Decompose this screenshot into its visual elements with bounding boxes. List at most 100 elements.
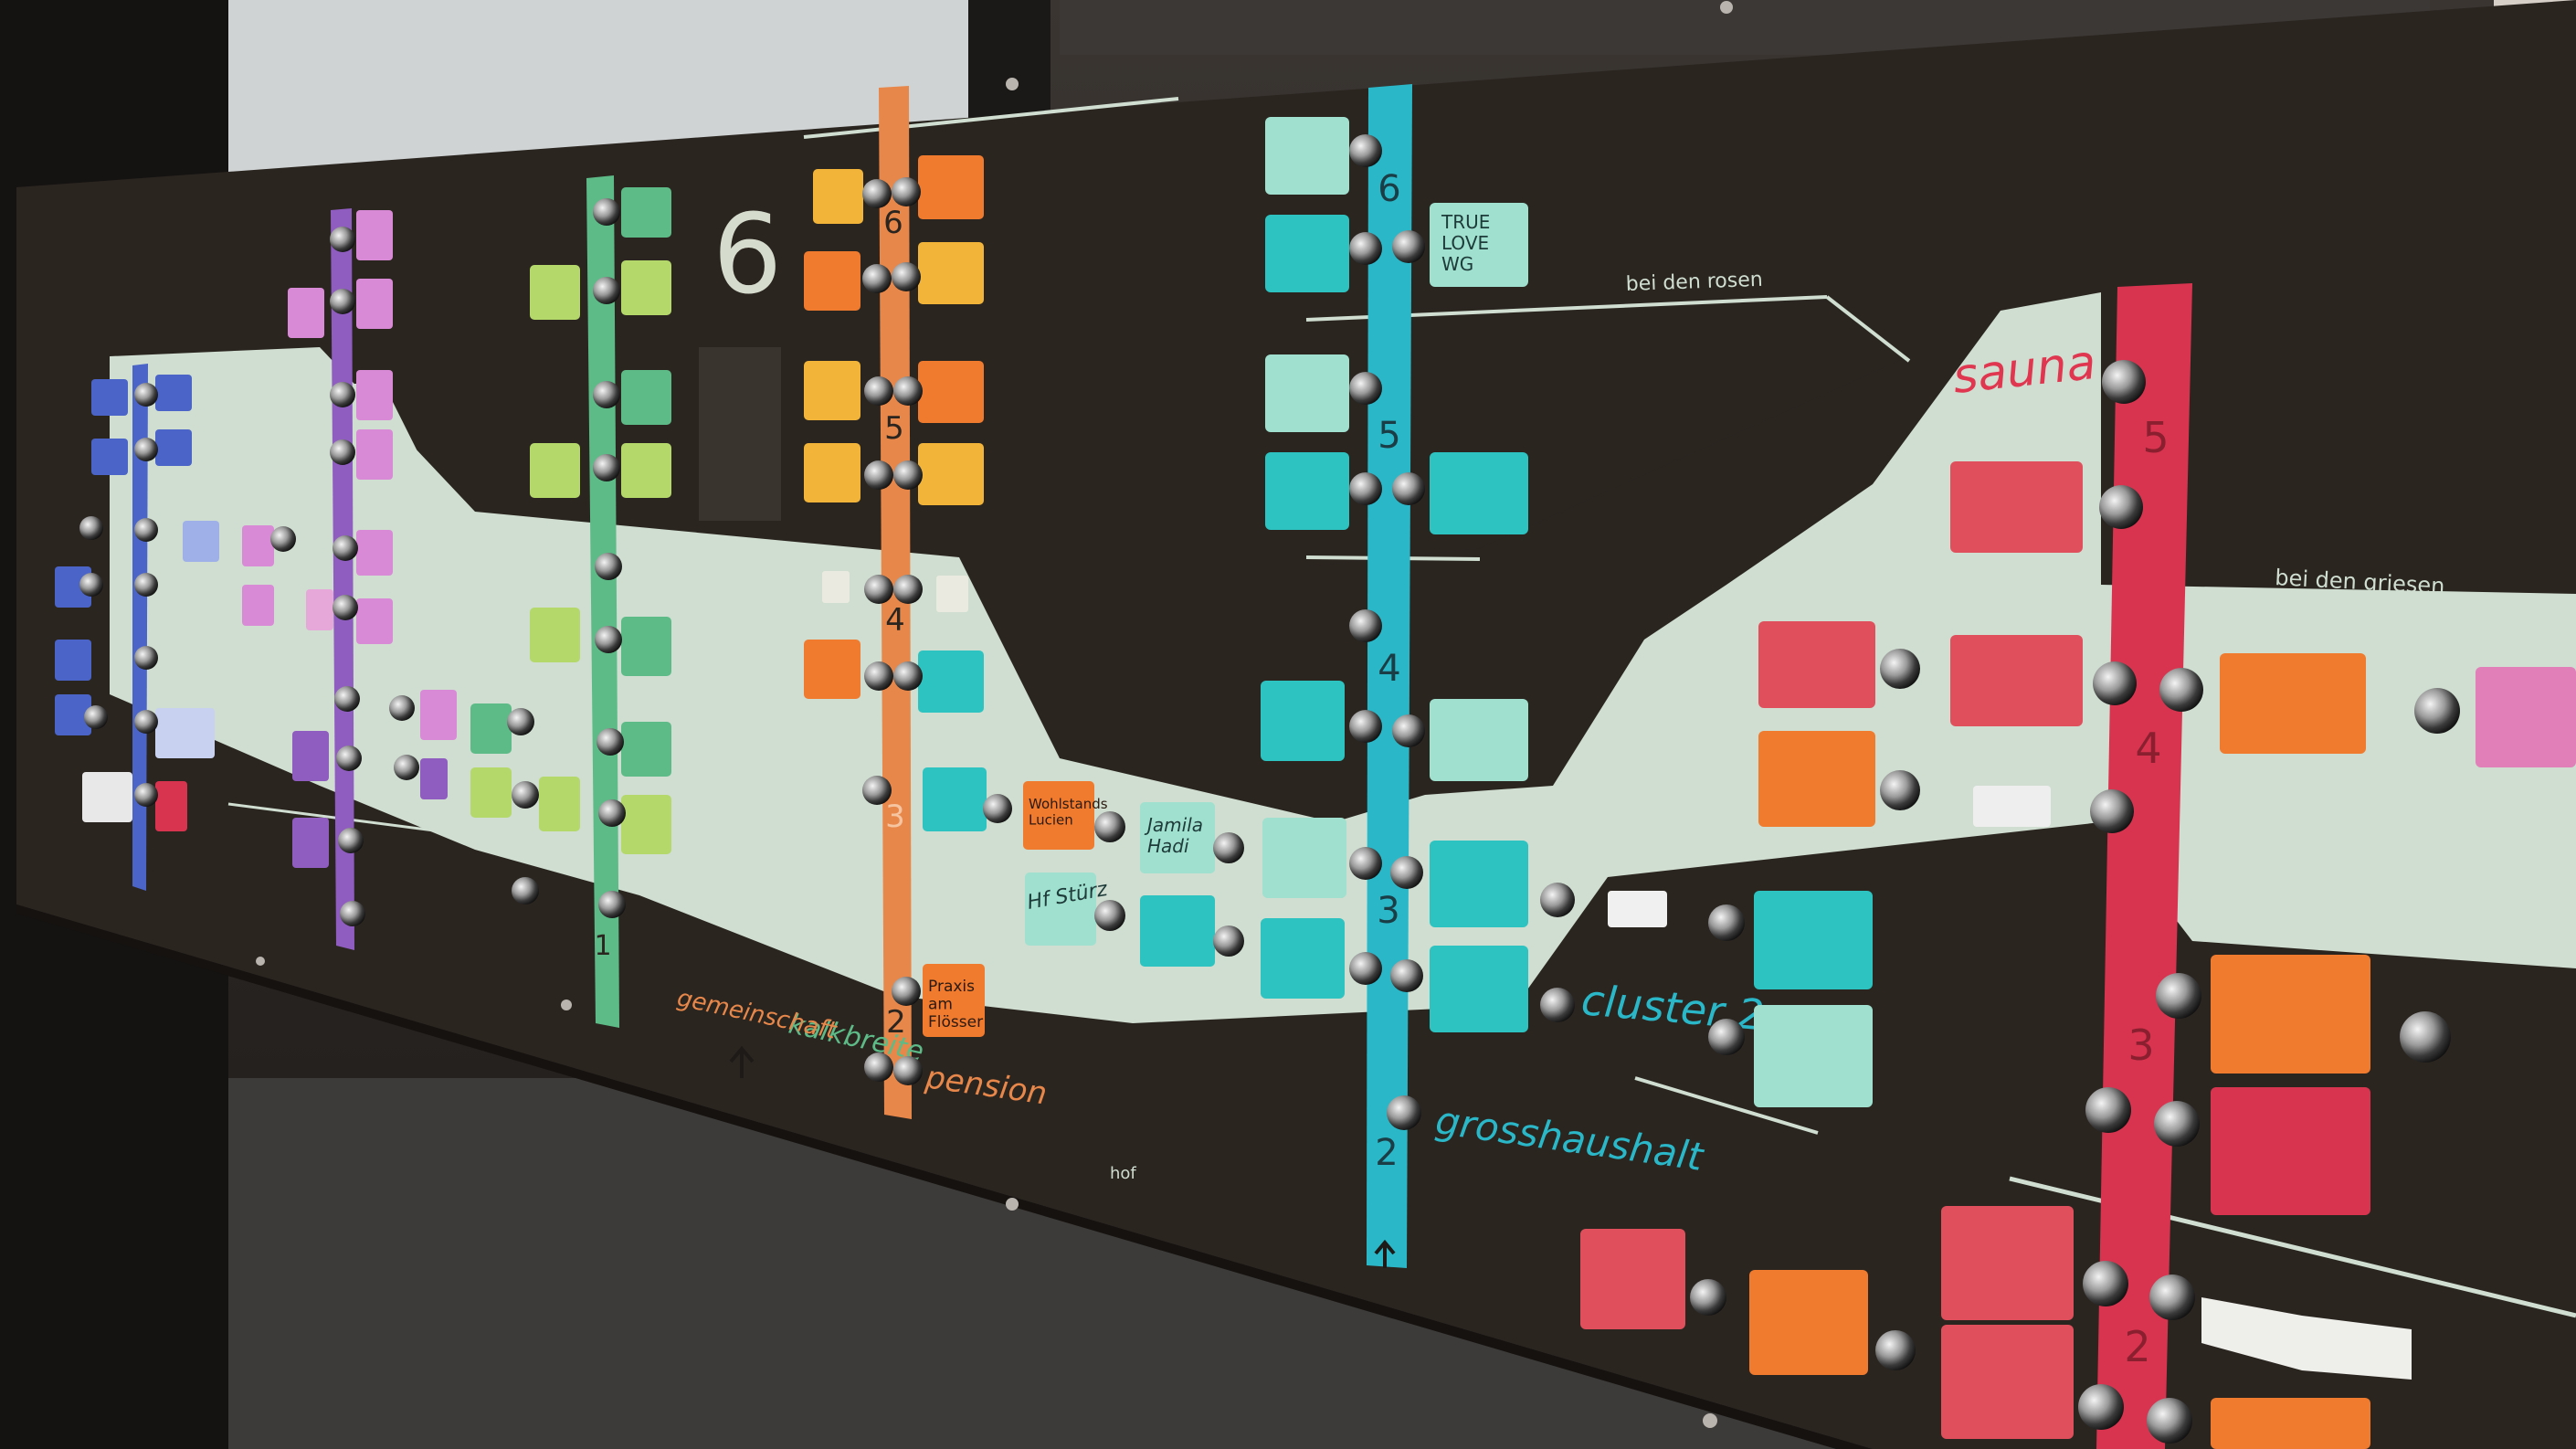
- bell-button[interactable]: [330, 289, 355, 314]
- bell-button[interactable]: [593, 198, 620, 226]
- bell-button[interactable]: [864, 376, 893, 406]
- bell-button[interactable]: [893, 460, 923, 490]
- bell-button[interactable]: [270, 526, 296, 552]
- bell-button[interactable]: [1094, 811, 1125, 842]
- bell-button[interactable]: [134, 383, 158, 407]
- bell-button[interactable]: [593, 381, 620, 408]
- bell-button[interactable]: [1094, 900, 1125, 931]
- bell-button[interactable]: [2093, 661, 2137, 705]
- bell-button[interactable]: [2414, 688, 2460, 734]
- bell-button[interactable]: [893, 661, 923, 691]
- bell-button[interactable]: [340, 901, 365, 926]
- bell-button[interactable]: [1708, 1019, 1745, 1055]
- bell-button[interactable]: [1708, 904, 1745, 941]
- bell-button[interactable]: [507, 708, 534, 735]
- bell-button[interactable]: [79, 516, 103, 540]
- bell-button[interactable]: [1880, 770, 1920, 810]
- bell-button[interactable]: [595, 553, 622, 580]
- bell-button[interactable]: [1349, 847, 1382, 880]
- bell-button[interactable]: [2102, 360, 2146, 404]
- bell-button[interactable]: [134, 646, 158, 670]
- bell-button[interactable]: [2078, 1384, 2124, 1430]
- bell-button[interactable]: [1390, 959, 1423, 992]
- bell-button[interactable]: [512, 781, 539, 809]
- bell-button[interactable]: [2149, 1274, 2195, 1320]
- bell-button[interactable]: [1213, 925, 1244, 957]
- bell-button[interactable]: [2154, 1101, 2200, 1147]
- bell-button[interactable]: [1349, 952, 1382, 985]
- bell-button[interactable]: [598, 891, 626, 918]
- bell-button[interactable]: [2085, 1087, 2131, 1133]
- bell-button[interactable]: [864, 661, 893, 691]
- doorbell-buttons[interactable]: [79, 134, 2460, 1444]
- bell-button[interactable]: [1349, 232, 1382, 265]
- bell-button[interactable]: [2156, 973, 2201, 1019]
- bell-button[interactable]: [2090, 789, 2134, 833]
- bell-button[interactable]: [2083, 1261, 2128, 1306]
- bell-button[interactable]: [893, 1056, 923, 1085]
- bell-button[interactable]: [598, 799, 626, 827]
- bell-button[interactable]: [134, 573, 158, 597]
- bell-button[interactable]: [892, 977, 921, 1006]
- bell-button[interactable]: [389, 695, 415, 721]
- bell-button[interactable]: [862, 179, 892, 208]
- bell-button[interactable]: [1875, 1330, 1916, 1370]
- bell-button[interactable]: [1390, 856, 1423, 889]
- bell-button[interactable]: [1349, 710, 1382, 743]
- bell-button[interactable]: [1392, 230, 1425, 263]
- tag: [1265, 117, 1349, 195]
- bell-button[interactable]: [1349, 472, 1382, 505]
- bell-button[interactable]: [1392, 472, 1425, 505]
- bell-button[interactable]: [334, 686, 360, 712]
- bell-button[interactable]: [596, 728, 624, 756]
- bell-button[interactable]: [892, 177, 921, 206]
- bell-button[interactable]: [862, 776, 892, 805]
- tag: [55, 640, 91, 681]
- bell-button[interactable]: [79, 573, 103, 597]
- bell-button[interactable]: [1387, 1095, 1421, 1130]
- tag-praxis: [923, 964, 985, 1037]
- bell-button[interactable]: [862, 264, 892, 293]
- bell-button[interactable]: [1540, 988, 1575, 1022]
- bell-button[interactable]: [1392, 714, 1425, 747]
- bell-button[interactable]: [1540, 883, 1575, 917]
- bell-button[interactable]: [1690, 1279, 1726, 1316]
- bell-button[interactable]: [2159, 668, 2203, 712]
- bell-button[interactable]: [1213, 832, 1244, 863]
- bell-button[interactable]: [983, 794, 1012, 823]
- bell-button[interactable]: [134, 438, 158, 461]
- bell-button[interactable]: [512, 877, 539, 904]
- bell-button[interactable]: [84, 705, 108, 729]
- bell-button[interactable]: [2099, 485, 2143, 529]
- bell-button[interactable]: [1349, 134, 1382, 167]
- bell-button[interactable]: [892, 262, 921, 291]
- bell-button[interactable]: [893, 376, 923, 406]
- bell-button[interactable]: [333, 535, 358, 561]
- bell-button[interactable]: [134, 783, 158, 807]
- bell-button[interactable]: [864, 575, 893, 604]
- bell-button[interactable]: [394, 755, 419, 780]
- bell-button[interactable]: [333, 595, 358, 620]
- bell-button[interactable]: [1349, 372, 1382, 405]
- bell-button[interactable]: [593, 454, 620, 481]
- bell-button[interactable]: [330, 227, 355, 252]
- bell-button[interactable]: [1349, 609, 1382, 642]
- bell-button[interactable]: [2400, 1011, 2451, 1063]
- bell-button[interactable]: [864, 1052, 893, 1082]
- tag: [621, 617, 671, 676]
- tag: [621, 370, 671, 425]
- orange-floor-3: 3: [885, 799, 905, 835]
- bell-button[interactable]: [595, 626, 622, 653]
- bell-button[interactable]: [593, 277, 620, 304]
- bell-button[interactable]: [134, 710, 158, 734]
- bell-button[interactable]: [336, 746, 362, 771]
- bell-button[interactable]: [1880, 649, 1920, 689]
- bell-button[interactable]: [330, 439, 355, 465]
- bell-button[interactable]: [893, 575, 923, 604]
- bell-button[interactable]: [2147, 1398, 2192, 1444]
- bell-button[interactable]: [330, 382, 355, 407]
- bell-button[interactable]: [134, 518, 158, 542]
- tag: [82, 772, 132, 822]
- bell-button[interactable]: [338, 828, 364, 853]
- bell-button[interactable]: [864, 460, 893, 490]
